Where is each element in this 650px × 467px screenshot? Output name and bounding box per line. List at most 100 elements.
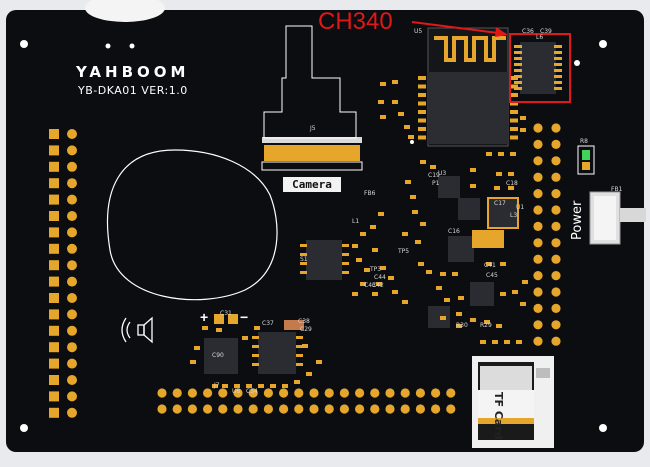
smd-passive [440, 272, 446, 276]
silkscreen-label: U8 [232, 388, 241, 395]
smd-passive [410, 195, 416, 199]
smd-passive [352, 292, 358, 296]
silkscreen-label: P1 [432, 180, 440, 187]
mounting-hole [129, 43, 135, 49]
smd-passive [456, 324, 462, 328]
bottom-header-pins [157, 388, 456, 414]
silkscreen-label: FB1 [611, 186, 623, 193]
ic-pin [342, 253, 349, 256]
header-pin [533, 189, 543, 199]
ic-pads [252, 244, 349, 366]
header-pin [551, 336, 561, 346]
header-pin [49, 276, 59, 287]
smd-passive [492, 340, 498, 344]
mounting-hole [599, 424, 607, 432]
header-pin [533, 156, 543, 166]
header-pin [218, 404, 228, 414]
header-pin [49, 407, 59, 418]
smd-passive [306, 372, 312, 376]
mounting-hole [20, 40, 28, 48]
background-blob [85, 0, 165, 22]
chip-pin [514, 63, 522, 66]
header-pin [67, 243, 77, 254]
header-pin [172, 404, 182, 414]
mounting-hole [574, 60, 580, 66]
header-pin [49, 342, 59, 353]
header-pin [385, 404, 395, 414]
ic-pin [252, 354, 259, 357]
smd-passive [282, 384, 288, 388]
smd-passive [222, 384, 228, 388]
header-pin [400, 404, 410, 414]
wifi-pad [418, 76, 426, 80]
smd-passive [440, 316, 446, 320]
header-pin [279, 404, 289, 414]
header-pin [446, 404, 456, 414]
smd-passive [486, 262, 492, 266]
smd-passive [190, 360, 196, 364]
wifi-pad [510, 93, 518, 97]
chip-pin [514, 87, 522, 90]
header-pin [279, 388, 289, 398]
silkscreen-label: C90 [212, 352, 224, 359]
smd-passive [392, 290, 398, 294]
smd-passive [420, 160, 426, 164]
smd-passive [360, 282, 366, 286]
header-pin [551, 320, 561, 330]
smd-passive [504, 340, 510, 344]
silkscreen-label: L3 [510, 212, 518, 219]
header-pin [551, 156, 561, 166]
ch340-callout-label: CH340 [318, 8, 393, 35]
smd-passive [436, 286, 442, 290]
header-pin [49, 309, 59, 320]
smd-passive [370, 225, 376, 229]
silkscreen-label: S1 [300, 256, 308, 263]
wifi-pad [510, 135, 518, 140]
smd-passives [190, 80, 528, 388]
power-switch [589, 191, 646, 245]
battery-minus-sign: − [240, 309, 249, 325]
smd-passive [426, 270, 432, 274]
smd-passive [234, 384, 240, 388]
header-pin [67, 161, 77, 172]
header-pin [172, 388, 182, 398]
wifi-pad [418, 118, 426, 123]
header-pin [533, 303, 543, 313]
smd-passive [402, 300, 408, 304]
header-pin [248, 388, 258, 398]
smd-passive [316, 360, 322, 364]
smd-passive [500, 292, 506, 296]
left-header-pins [49, 129, 77, 418]
smd-passive [430, 165, 436, 169]
header-pin [67, 129, 77, 139]
header-pin [67, 194, 77, 205]
smd-passive [380, 115, 386, 119]
ic-pin [342, 271, 349, 274]
ic-pin [342, 262, 349, 265]
smd-passive [352, 244, 358, 248]
header-pin [533, 320, 543, 330]
smd-passive [412, 210, 418, 214]
chip-pin [554, 69, 562, 72]
header-pin [67, 342, 77, 353]
mounting-hole [20, 424, 28, 432]
center-ics [204, 176, 519, 374]
header-pin [49, 293, 59, 303]
header-pin [533, 254, 543, 264]
header-pin [551, 205, 561, 215]
ic-pin [300, 253, 307, 256]
header-pin [533, 238, 543, 248]
header-pin [49, 358, 59, 369]
header-pin [49, 129, 59, 139]
chip-pin [514, 69, 522, 72]
silkscreen-label: C34 [246, 388, 258, 395]
header-pin [67, 293, 77, 303]
smd-passive [496, 324, 502, 328]
header-pin [49, 211, 59, 221]
ic-pin [252, 363, 259, 366]
smd-passive [470, 184, 476, 188]
header-pin [355, 404, 365, 414]
mounting-holes [20, 40, 607, 432]
silkscreen-label: J5 [310, 125, 316, 132]
